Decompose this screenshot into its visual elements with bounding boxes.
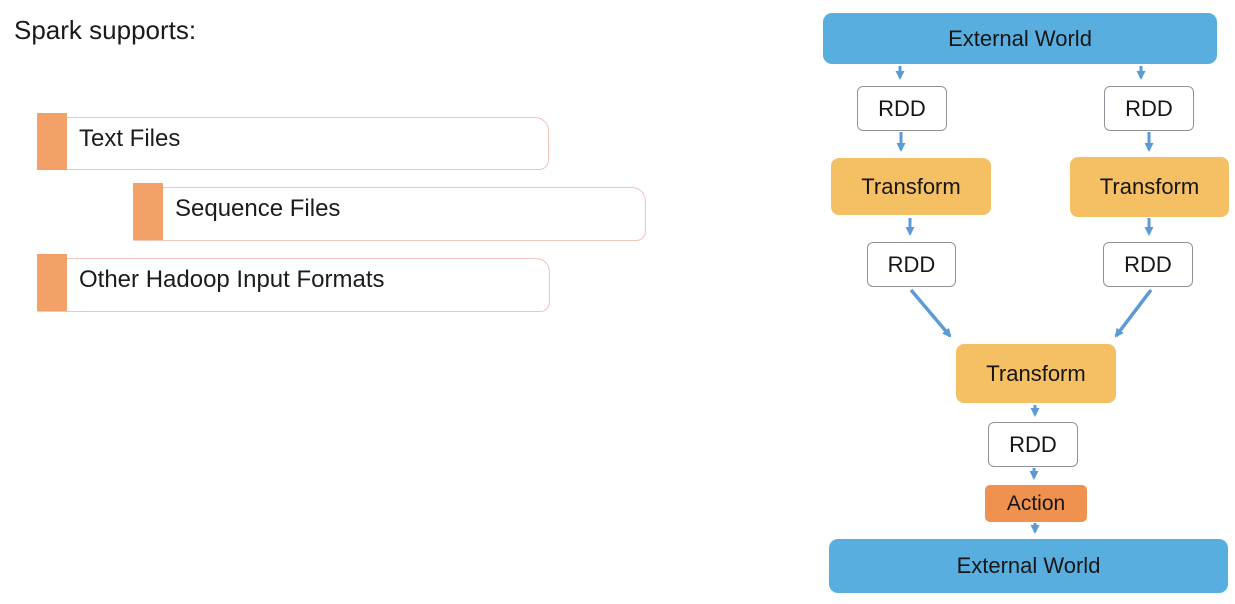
bullet-item-text-files: Text Files <box>37 113 549 170</box>
node-label: External World <box>948 25 1092 51</box>
node-rdd-mid-left: RDD <box>867 242 956 287</box>
node-label: Transform <box>861 173 961 199</box>
node-rdd-top-right: RDD <box>1104 86 1194 131</box>
slide-title: Spark supports: <box>14 15 197 45</box>
node-rdd-mid-right: RDD <box>1103 242 1193 287</box>
node-transform-right: Transform <box>1070 157 1229 217</box>
node-label: RDD <box>1125 95 1173 121</box>
node-label: RDD <box>1124 251 1172 277</box>
node-external-world-bottom: External World <box>829 539 1228 593</box>
bullet-label: Other Hadoop Input Formats <box>79 266 385 293</box>
node-label: External World <box>956 553 1101 578</box>
node-rdd-top-left: RDD <box>857 86 947 131</box>
bullet-label: Text Files <box>79 125 181 152</box>
node-label: Action <box>1006 491 1066 515</box>
node-action: Action <box>985 485 1087 522</box>
bullet-label: Sequence Files <box>175 195 341 222</box>
node-label: RDD <box>1009 431 1057 457</box>
arrow-rdd-left-to-center-transform <box>909 288 952 338</box>
node-label: Transform <box>1099 174 1200 199</box>
bullet-marker-icon <box>37 254 67 311</box>
bullet-marker-icon <box>37 113 67 170</box>
node-label: RDD <box>878 95 926 121</box>
node-transform-left: Transform <box>831 158 991 215</box>
bullet-item-sequence-files: Sequence Files <box>133 183 646 241</box>
arrow-rdd-right-to-center-transform <box>1114 288 1153 338</box>
node-transform-center: Transform <box>956 344 1116 403</box>
bullet-marker-icon <box>133 183 163 240</box>
node-label: Transform <box>986 360 1086 386</box>
node-external-world-top: External World <box>823 13 1217 64</box>
node-label: RDD <box>887 251 936 277</box>
node-rdd-center: RDD <box>988 422 1078 467</box>
bullet-item-other-hadoop-input-formats: Other Hadoop Input Formats <box>37 254 550 312</box>
